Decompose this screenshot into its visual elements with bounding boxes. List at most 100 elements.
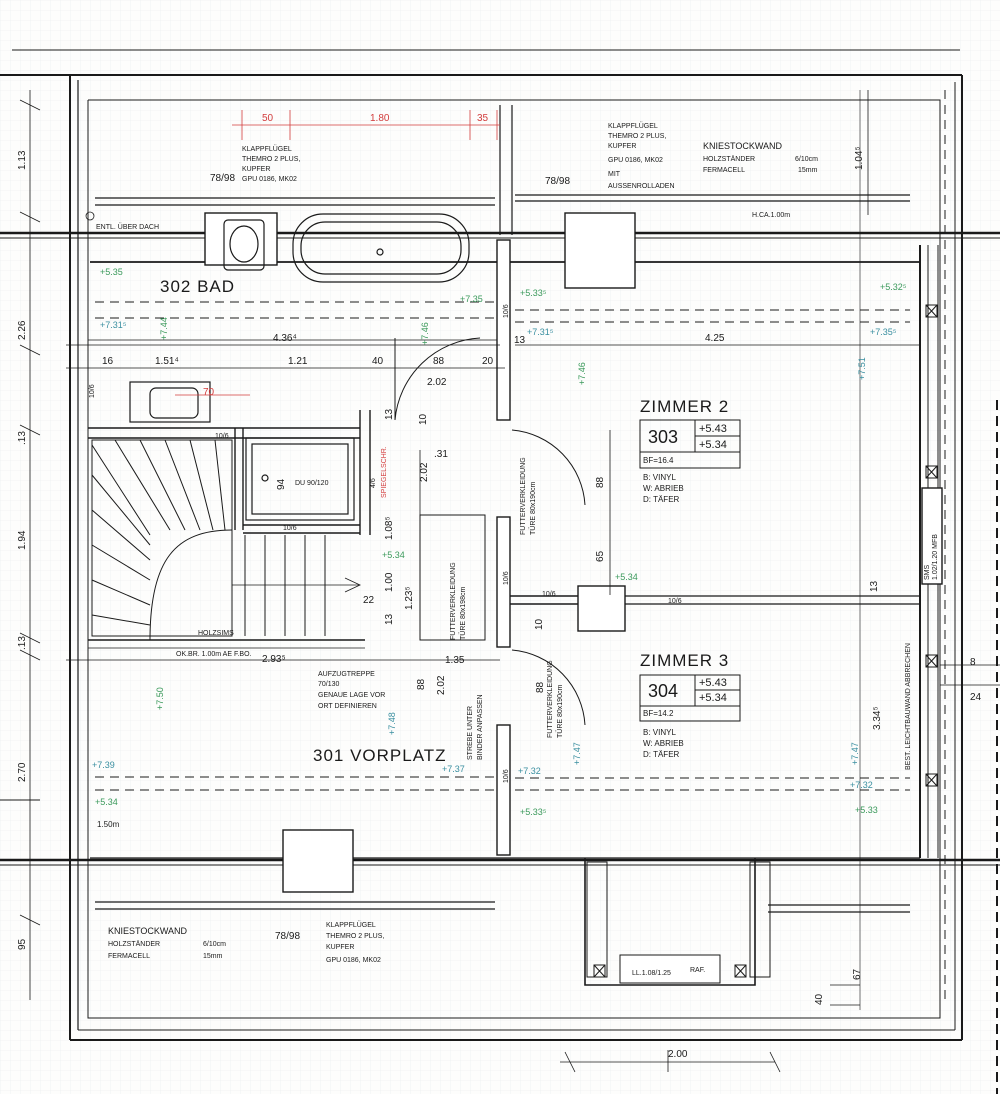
- dim-label: 8: [970, 657, 976, 668]
- level-label: +5.35: [100, 267, 123, 277]
- dim-label: 1.35: [445, 655, 465, 666]
- misc-dims: 88 65 88 88 2.02 2.02 1.35 2.93⁵ .31 1.0…: [262, 146, 982, 1060]
- note-title: KNIESTOCKWAND: [108, 926, 188, 936]
- dim-label: 10/6: [215, 433, 229, 440]
- level-label: +7.31⁵: [100, 320, 127, 330]
- level-label: +5.34: [615, 572, 638, 582]
- room-number: 303: [648, 427, 678, 447]
- dim-label: 4.36⁴: [273, 333, 297, 344]
- note-line: KLAPPFLÜGEL: [242, 145, 292, 153]
- level-label: +7.47: [572, 742, 582, 765]
- dim-label: 4.25: [705, 333, 725, 344]
- note-kniestock-top: KNIESTOCKWAND HOLZSTÄNDER 6/10cm FERMACE…: [703, 141, 818, 174]
- dim-label: 88: [416, 678, 427, 690]
- level-top: +5.43: [699, 677, 727, 689]
- note-spiegel: SPIEGELSCHR.: [381, 446, 388, 498]
- level-label: +7.37: [442, 764, 465, 774]
- level-label: +5.33⁵: [520, 288, 547, 298]
- room-zimmer3: ZIMMER 3 304 +5.43 +5.34 BF=14.2 B: VINY…: [639, 651, 741, 759]
- note-line: HOLZSTÄNDER: [703, 155, 755, 163]
- dim-label: 1.21: [288, 356, 308, 367]
- note-window-top-right: KLAPPFLÜGEL THEMRO 2 PLUS, KUPFER GPU 01…: [608, 122, 675, 190]
- level-label: +7.47: [850, 742, 860, 765]
- note-title: KNIESTOCKWAND: [703, 141, 783, 151]
- note-leichtbau: BEST. LEICHTBAUWAND ABBRECHEN: [905, 643, 912, 770]
- window-size: 78/98: [275, 931, 300, 942]
- dim-label: 88: [595, 476, 606, 488]
- dim-label: 2.00: [668, 1049, 688, 1060]
- dim-label: 10/6: [503, 304, 510, 318]
- note-mfb: 1.02/1.20 MFB: [932, 534, 939, 580]
- note-line: ORT DEFINIEREN: [318, 703, 377, 710]
- dim-label: 1.00: [384, 572, 395, 592]
- level-label: +7.48: [387, 712, 397, 735]
- level-label: +7.35: [460, 294, 483, 304]
- level-label: +7.39: [92, 760, 115, 770]
- note-entl: ENTL. ÜBER DACH: [96, 223, 159, 231]
- red-dims: 50 1.80 35 70: [203, 113, 489, 398]
- note-line: AUSSENROLLADEN: [608, 183, 675, 190]
- dim-label: 10/6: [503, 571, 510, 585]
- dim-label: 10: [418, 413, 429, 425]
- dim-label: 1.08⁵: [384, 516, 395, 540]
- level-label: +7.46: [420, 322, 430, 345]
- note-line: KUPFER: [326, 944, 354, 951]
- level-label: +7.50: [155, 687, 165, 710]
- note-line: GENAUE LAGE VOR: [318, 692, 385, 699]
- dim-label: 10: [534, 618, 545, 630]
- fixtures: [129, 213, 470, 521]
- beam-marks: [593, 304, 938, 978]
- level-label: +7.44: [159, 317, 169, 340]
- shower-tray: [245, 437, 355, 521]
- floor-area: BF=16.4: [643, 456, 674, 465]
- vent-icon: [85, 211, 95, 221]
- finish-ceiling: D: TÄFER: [643, 750, 680, 759]
- note-window-bottom: KLAPPFLÜGEL THEMRO 2 PLUS, KUPFER GPU 01…: [326, 921, 384, 964]
- note-line: 15mm: [798, 167, 818, 174]
- red-dimension: [175, 110, 500, 396]
- dim-label: 13: [384, 408, 395, 420]
- level-label: +5.32⁵: [880, 282, 907, 292]
- note-line: GPU 0186, MK02: [242, 176, 297, 183]
- dim-label: 16: [102, 356, 114, 367]
- dim-label: 95: [17, 938, 28, 950]
- note-line: THEMRO 2 PLUS,: [608, 133, 666, 140]
- note-line: GPU 0186, MK02: [608, 157, 663, 164]
- dim-label: 10/6: [89, 384, 96, 398]
- note-line: FERMACELL: [108, 953, 150, 960]
- level-label: +7.51: [857, 357, 867, 380]
- level-label: +7.31⁵: [527, 327, 554, 337]
- dim-label: 67: [852, 968, 863, 980]
- dim-label: 2.02: [436, 675, 447, 695]
- finish-floor: B: VINYL: [643, 728, 676, 737]
- dim-label: 3.34⁵: [872, 706, 883, 730]
- dim-label: 2.02: [427, 377, 447, 388]
- chimney-shaft: [577, 585, 626, 632]
- level-markers: +5.35 +7.31⁵ +7.44 +7.35 +5.33⁵ +7.31⁵ +…: [92, 267, 907, 817]
- level-label: +7.32: [850, 780, 873, 790]
- dim-label: 50: [262, 113, 274, 124]
- dim-label: .13: [17, 431, 28, 445]
- dim-label: 1.13: [17, 150, 28, 170]
- level-label: +5.33⁵: [520, 807, 547, 817]
- note-line: FERMACELL: [703, 167, 745, 174]
- note-line: MIT: [608, 171, 621, 178]
- staircase: [91, 439, 361, 641]
- finish-wall: W: ABRIEB: [643, 739, 684, 748]
- dim-label: 40: [372, 356, 384, 367]
- note-window-top-left: KLAPPFLÜGEL THEMRO 2 PLUS, KUPFER GPU 01…: [242, 145, 300, 183]
- note-line: HOLZSTÄNDER: [108, 940, 160, 948]
- dim-label: 88: [433, 356, 445, 367]
- note-line: GPU 0186, MK02: [326, 957, 381, 964]
- dim-label: 10/6: [542, 591, 556, 598]
- note-line: THEMRO 2 PLUS,: [326, 933, 384, 940]
- note-line: 6/10cm: [795, 156, 818, 163]
- level-label: +7.35⁵: [870, 327, 897, 337]
- level-label: +5.33: [855, 805, 878, 815]
- interior-walls: [88, 105, 920, 986]
- note-line: 6/10cm: [203, 941, 226, 948]
- note-lichtband: LL.1.08/1.25: [632, 970, 671, 977]
